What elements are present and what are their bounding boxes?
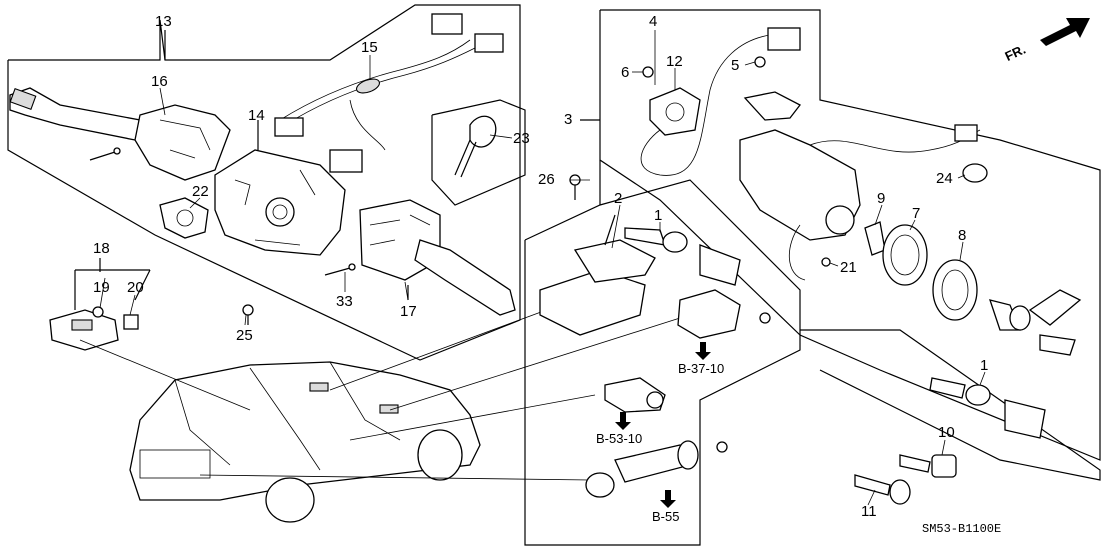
- steering-lock-body: [739, 91, 981, 281]
- callout-3: 3: [564, 111, 572, 128]
- callout-15: 15: [361, 39, 378, 56]
- callout-labels: 13 16 14 15 23 22 18 19 20 33 25 17 4 12…: [93, 13, 988, 520]
- key-set-1-upper: [624, 227, 741, 286]
- bolt-26: [569, 174, 581, 200]
- cable-tie-23: [454, 115, 497, 178]
- lighting-switch-17: [359, 199, 516, 316]
- ignition-switch-12: [640, 27, 801, 176]
- callout-4: 4: [649, 13, 657, 30]
- combination-switch-16: [9, 87, 231, 181]
- callout-8: 8: [958, 227, 966, 244]
- callout-2: 2: [614, 190, 622, 207]
- arrow-b53: [615, 412, 631, 430]
- callout-22: 22: [192, 183, 209, 200]
- lamp-21: [821, 257, 831, 267]
- diagram-code: SM53-B1100E: [922, 522, 1001, 536]
- clip-24: [962, 163, 988, 183]
- arrow-b55: [660, 490, 676, 508]
- screw-19: [92, 306, 104, 318]
- wire-harness-15: [274, 13, 504, 173]
- ref-b53-10: B-53-10: [596, 431, 642, 446]
- clip-20: [123, 314, 139, 330]
- callout-21: 21: [840, 259, 857, 276]
- callout-7: 7: [912, 205, 920, 222]
- callout-24: 24: [936, 170, 953, 187]
- callout-6: 6: [621, 64, 629, 81]
- callout-17: 17: [400, 303, 417, 320]
- arrow-b37: [695, 342, 711, 360]
- screw-25: [242, 304, 254, 325]
- ring-8: [932, 259, 978, 321]
- screw-6: [642, 66, 654, 78]
- callout-1-upper: 1: [654, 207, 662, 224]
- ring-7: [882, 224, 928, 286]
- group-outline-18: [74, 258, 151, 310]
- callout-20: 20: [127, 279, 144, 296]
- reference-labels: B-37-10 B-53-10 B-55: [596, 361, 724, 524]
- group-outline-23: [431, 99, 526, 206]
- cylinder-b53: [604, 377, 666, 413]
- callout-9: 9: [877, 190, 885, 207]
- screw-33: [324, 263, 356, 276]
- callout-14: 14: [248, 107, 265, 124]
- callout-33: 33: [336, 293, 353, 310]
- cable-reel-body-14: [214, 120, 346, 256]
- callout-5: 5: [731, 57, 739, 74]
- callout-23: 23: [513, 130, 530, 147]
- vehicle-outline: [129, 361, 481, 523]
- switch-18: [49, 309, 119, 351]
- key-11: [854, 474, 911, 505]
- screw-5: [754, 56, 766, 68]
- bolt-mid: [716, 312, 771, 453]
- cancel-sleeve-22: [159, 197, 209, 239]
- group-outline-keys: [800, 329, 1101, 481]
- callout-16: 16: [151, 73, 168, 90]
- key-10: [899, 454, 957, 478]
- leader-lines: [79, 304, 681, 481]
- fr-label: FR.: [1003, 42, 1028, 64]
- fr-arrow: [1040, 18, 1090, 46]
- callout-12: 12: [666, 53, 683, 70]
- callout-19: 19: [93, 279, 110, 296]
- ref-b37-10: B-37-10: [678, 361, 724, 376]
- group-outline-13: [7, 4, 521, 361]
- relay-b37: [677, 289, 741, 339]
- callout-10: 10: [938, 424, 955, 441]
- screw-16: [89, 147, 121, 161]
- callout-18: 18: [93, 240, 110, 257]
- callout-26: 26: [538, 171, 555, 188]
- callout-1-lower: 1: [980, 357, 988, 374]
- callout-11: 11: [861, 503, 877, 520]
- callout-25: 25: [236, 327, 253, 344]
- group-outline-lower: [524, 160, 801, 546]
- keys-right: [989, 289, 1082, 356]
- group-outline-3: [580, 9, 1101, 461]
- callout-13: 13: [155, 13, 172, 30]
- cylinder-b55: [585, 440, 699, 498]
- ref-b55: B-55: [652, 509, 679, 524]
- ring-9: [864, 221, 886, 256]
- callout-leaders: [99, 30, 986, 506]
- control-unit-2: [539, 214, 656, 336]
- key-set-1-lower: [929, 377, 1046, 439]
